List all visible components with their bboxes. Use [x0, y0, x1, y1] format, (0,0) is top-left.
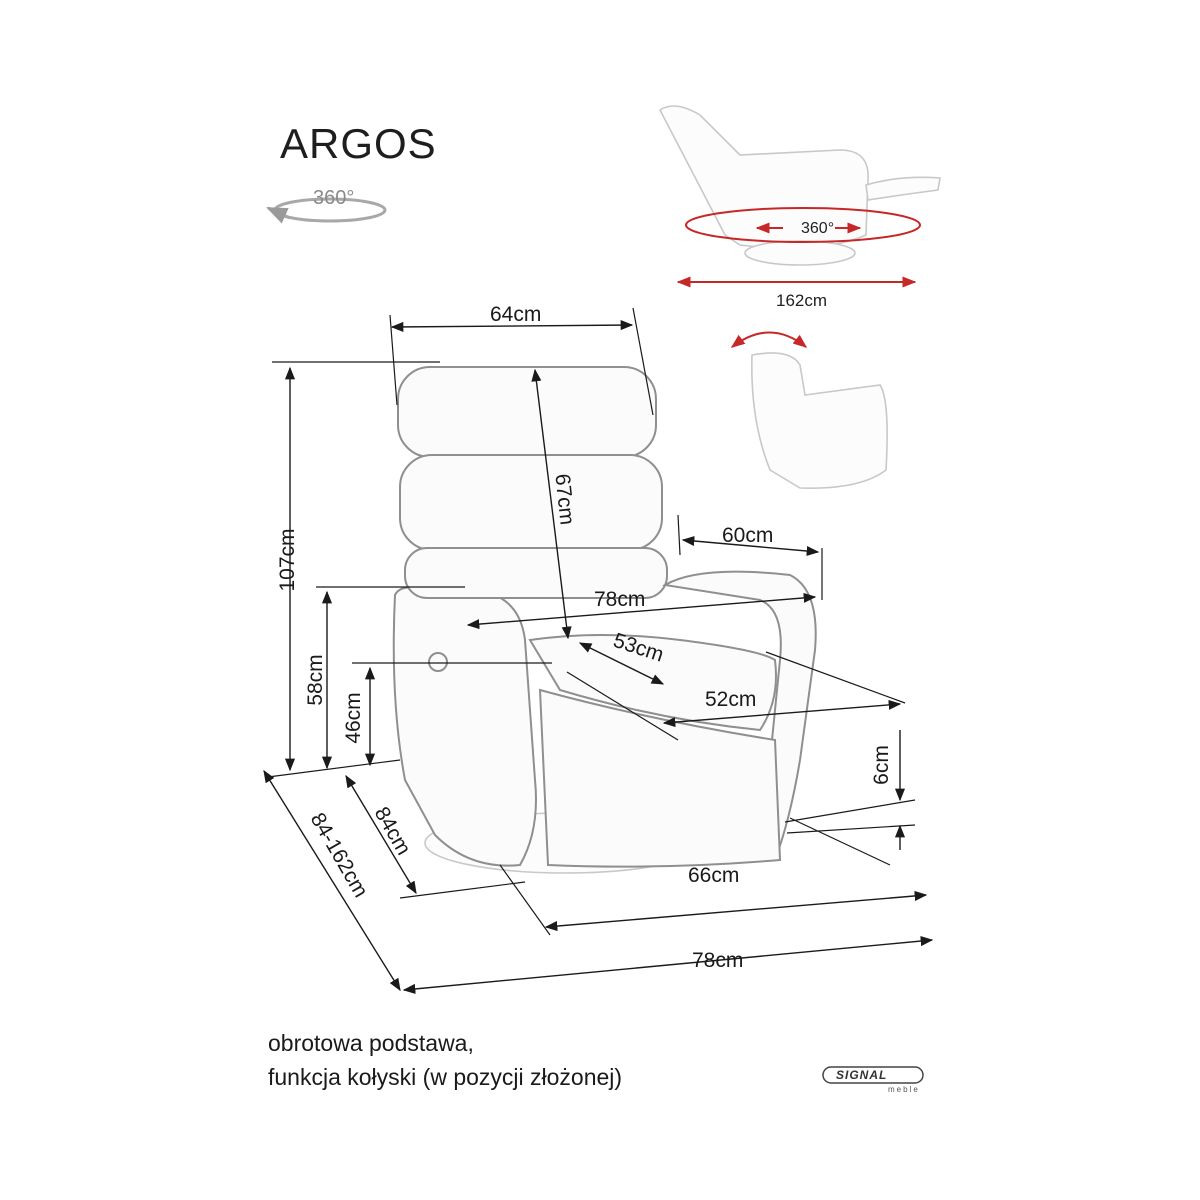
- recline-rotation-label: 360°: [801, 220, 834, 237]
- base-clearance-label: 6cm: [870, 745, 893, 785]
- reclined-base: [744, 240, 856, 266]
- brand-subname: meble: [888, 1085, 920, 1094]
- rocking-side-view: [730, 331, 888, 489]
- signal-logo-icon: [822, 1066, 924, 1084]
- arm-height-label: 58cm: [304, 654, 327, 705]
- inner-width-line: [466, 592, 817, 630]
- depth-range-line: [263, 769, 401, 992]
- backrest-cushion-top: [397, 366, 657, 458]
- signal-logo: SIGNAL meble: [822, 1066, 926, 1101]
- feature-note-rocking: funkcja kołyski (w pozycji złożonej): [268, 1064, 623, 1090]
- top-width-label: 64cm: [490, 303, 541, 326]
- recliner-handle-icon: [428, 652, 448, 672]
- rotation-ellipse: [685, 207, 921, 243]
- total-width-line: [402, 936, 934, 994]
- rocking-chair-shape: [751, 352, 888, 489]
- front-width-line: [544, 890, 928, 932]
- reclined-length-label: 162cm: [776, 291, 827, 310]
- seat-depth-line: [578, 642, 665, 685]
- product-title: ARGOS: [280, 120, 437, 167]
- reclined-footrest: [865, 176, 941, 201]
- front-width-label: 66cm: [688, 864, 739, 887]
- backrest-height-label: 67cm: [550, 473, 578, 526]
- total-height-label: 107cm: [276, 528, 299, 591]
- armrest-depth-label: 60cm: [722, 524, 773, 547]
- brand-name: SIGNAL: [836, 1068, 888, 1082]
- feature-note-swivel: obrotowa podstawa,: [268, 1030, 474, 1056]
- armchair-illustration: [392, 366, 817, 874]
- backrest-cushion-middle: [399, 454, 663, 551]
- seat-height-label: 46cm: [342, 692, 365, 743]
- inner-width-label: 78cm: [594, 588, 645, 611]
- top-width-line: [390, 320, 634, 332]
- rocking-arrow: [730, 331, 808, 348]
- seat-width-label: 52cm: [705, 688, 756, 711]
- reclined-chair-shape: [658, 105, 869, 250]
- total-width-label: 78cm: [692, 949, 743, 972]
- left-armrest: [392, 586, 537, 867]
- armrest-depth-line: [681, 535, 820, 557]
- rotation-label: 360°: [313, 187, 354, 209]
- front-panel: [538, 688, 782, 868]
- reclined-side-view: 360° 162cm: [658, 105, 941, 310]
- rotation-360-icon: 360°: [266, 187, 387, 224]
- side-depth-label: 84cm: [370, 803, 416, 859]
- seat-width-line: [662, 699, 902, 728]
